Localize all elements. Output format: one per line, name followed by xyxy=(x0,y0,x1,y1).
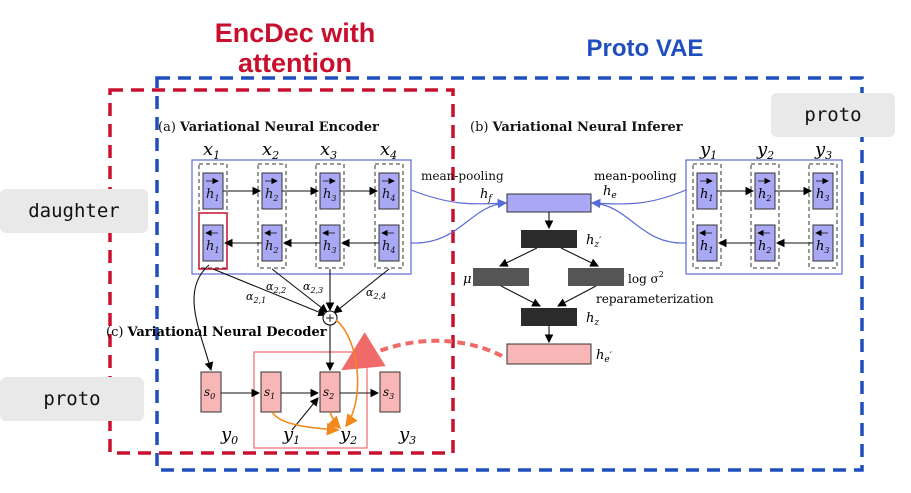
inferer-he-prime-node xyxy=(506,343,592,365)
decoder-caption-title: Variational Neural Decoder xyxy=(126,325,326,340)
inferer-hz-prime-label: hz′ xyxy=(586,233,602,250)
forward-state-h3: h3 xyxy=(319,172,341,210)
inferer-caption-title: Variational Neural Inferer xyxy=(491,120,682,135)
daughter-label: daughter xyxy=(0,189,148,233)
backward-state-h3: h3 xyxy=(319,224,341,262)
decoder-output-y3: y3 xyxy=(398,424,416,447)
decoder-state-s0 xyxy=(200,371,222,413)
decoder-orange-arrows xyxy=(271,319,359,436)
attention-weights: α2,1 α2,2 α2,3 α2,4 xyxy=(246,280,386,305)
forward-state-h1: h1 xyxy=(202,172,224,210)
protovae-region xyxy=(155,76,864,472)
proto-label-top-right-text: proto xyxy=(804,104,861,126)
svg-text:s3: s3 xyxy=(383,385,394,401)
inferer-he-prime-label: he′ xyxy=(596,348,613,365)
encoder-input-x4: x4 xyxy=(380,139,397,162)
proto-label-top-right: proto xyxy=(771,93,895,137)
inferer-caption-prefix: (b) xyxy=(470,120,488,135)
encoder-columns xyxy=(198,163,404,269)
backward-state-h2: h2 xyxy=(261,224,283,262)
svg-text:s2: s2 xyxy=(323,385,334,401)
encoder-input-x3: x3 xyxy=(320,139,337,162)
decoder-state-s1 xyxy=(260,371,282,413)
encoder-to-decoder-init xyxy=(193,264,214,372)
encoder-pooled-label: hf xyxy=(480,187,493,204)
attention-combine-node: + xyxy=(322,310,338,326)
attention-lines xyxy=(212,268,390,317)
decoder-output-y0: y0 xyxy=(220,424,238,447)
proto-inputs: y1 y2 y3 xyxy=(699,139,832,162)
proto-label-left-text: proto xyxy=(43,388,100,410)
decoder-recurrent-arrows xyxy=(221,325,380,431)
encoder-input-x2: x2 xyxy=(262,139,279,162)
decoder-state-s3 xyxy=(379,371,401,413)
encoder-caption: (a)Variational Neural Encoder xyxy=(158,120,379,135)
forward-state-h2: h2 xyxy=(261,172,283,210)
attention-weight-23: α2,3 xyxy=(303,280,323,295)
inferer-logsigma-node xyxy=(568,268,624,286)
encoder-backward-row: h1 h2 h3 h4 xyxy=(198,212,400,270)
inferer-hz-node xyxy=(521,308,577,326)
decoder-caption: (c)Variational Neural Decoder xyxy=(106,325,327,340)
inferer-mu-label: μ xyxy=(463,272,471,287)
svg-text:s0: s0 xyxy=(204,385,215,401)
decoder-output-y2: y2 xyxy=(339,424,357,447)
protovae-heading: Proto VAE xyxy=(587,35,704,62)
attention-weight-22: α2,2 xyxy=(266,280,286,295)
backward-state-h4: h4 xyxy=(378,224,400,262)
svg-text:+: + xyxy=(325,311,335,325)
proto-columns xyxy=(692,163,838,269)
inferer-reparam-label: reparameterization xyxy=(596,292,714,306)
proto-injection-arrow xyxy=(341,332,503,371)
backward-state-h1: h1 xyxy=(202,224,224,262)
proto-recurrent-arrows xyxy=(717,186,813,248)
encoder-pooling-label: mean-pooling xyxy=(421,169,504,183)
proto-pooled-label: he xyxy=(603,184,617,201)
proto-pooling-label: mean-pooling xyxy=(594,169,677,183)
encoder-caption-title: Variational Neural Encoder xyxy=(179,120,379,135)
pooling-connectors xyxy=(410,189,687,244)
encoder-recurrent-arrows xyxy=(223,186,379,248)
encoder-caption-prefix: (a) xyxy=(158,120,176,135)
encoder-inputs: x1 x2 x3 x4 xyxy=(203,139,397,162)
inferer-hz-prime-node xyxy=(521,230,577,248)
proto-input-y3: y3 xyxy=(814,139,832,162)
inferer-caption: (b)Variational Neural Inferer xyxy=(470,120,683,135)
encdec-heading-line2: attention xyxy=(238,48,352,78)
proto-label-left: proto xyxy=(0,377,144,421)
inferer-hz-label: hz xyxy=(586,311,599,328)
proto-input-y1: y1 xyxy=(699,139,717,162)
decoder-highlight-box xyxy=(253,351,368,449)
proto-encoder-box xyxy=(685,159,843,275)
encoder-box xyxy=(191,159,412,275)
decoder-caption-prefix: (c) xyxy=(106,325,123,340)
encdec-heading-line1: EncDec with xyxy=(215,18,376,48)
decoder-states: s0 s1 s2 s3 xyxy=(200,371,401,413)
forward-state-h4: h4 xyxy=(378,172,400,210)
encoder-input-x1: x1 xyxy=(203,139,220,162)
decoder-output-y1: y1 xyxy=(282,424,300,447)
daughter-label-text: daughter xyxy=(28,200,120,222)
inferer-logsigma-label: log σ2 xyxy=(628,270,664,286)
svg-text:s1: s1 xyxy=(264,385,275,401)
attention-weight-21: α2,1 xyxy=(246,290,266,305)
proto-input-y2: y2 xyxy=(756,139,774,162)
inferer-mu-node xyxy=(473,268,529,286)
proto-states: h1 h2 h3 h1 h2 h3 xyxy=(696,172,834,262)
encdec-region xyxy=(108,88,455,455)
inferer-pooled-node xyxy=(506,193,592,213)
attention-weight-24: α2,4 xyxy=(366,286,386,301)
decoder-outputs: y0 y1 y2 y3 xyxy=(220,424,416,447)
